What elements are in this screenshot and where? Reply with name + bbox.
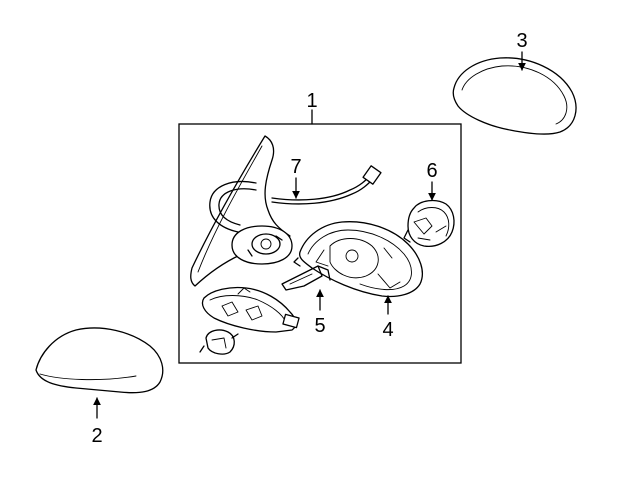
callout-2-label: 2 [91,425,102,447]
callout-6-label: 6 [426,160,437,182]
callout-5: 5 [314,289,326,337]
bracket-part [281,265,331,291]
actuator-part [199,286,300,355]
callout-3-label: 3 [516,30,527,52]
glass-holder-part [293,221,423,298]
callout-7-label: 7 [290,156,301,178]
mirror-cover-part [35,327,164,394]
callout-3: 3 [516,30,528,71]
mirror-glass-part [452,57,577,135]
callout-5-label: 5 [314,315,325,337]
callout-4-label: 4 [382,319,393,341]
callout-6: 6 [426,160,438,201]
assembly-frame [178,123,462,364]
callout-4: 4 [382,295,394,341]
motor-part [403,199,455,248]
mirror-housing-part [190,135,382,287]
callout-1-label: 1 [306,90,317,112]
callout-2: 2 [91,397,103,447]
callout-1: 1 [306,90,318,125]
callout-7: 7 [290,156,302,199]
